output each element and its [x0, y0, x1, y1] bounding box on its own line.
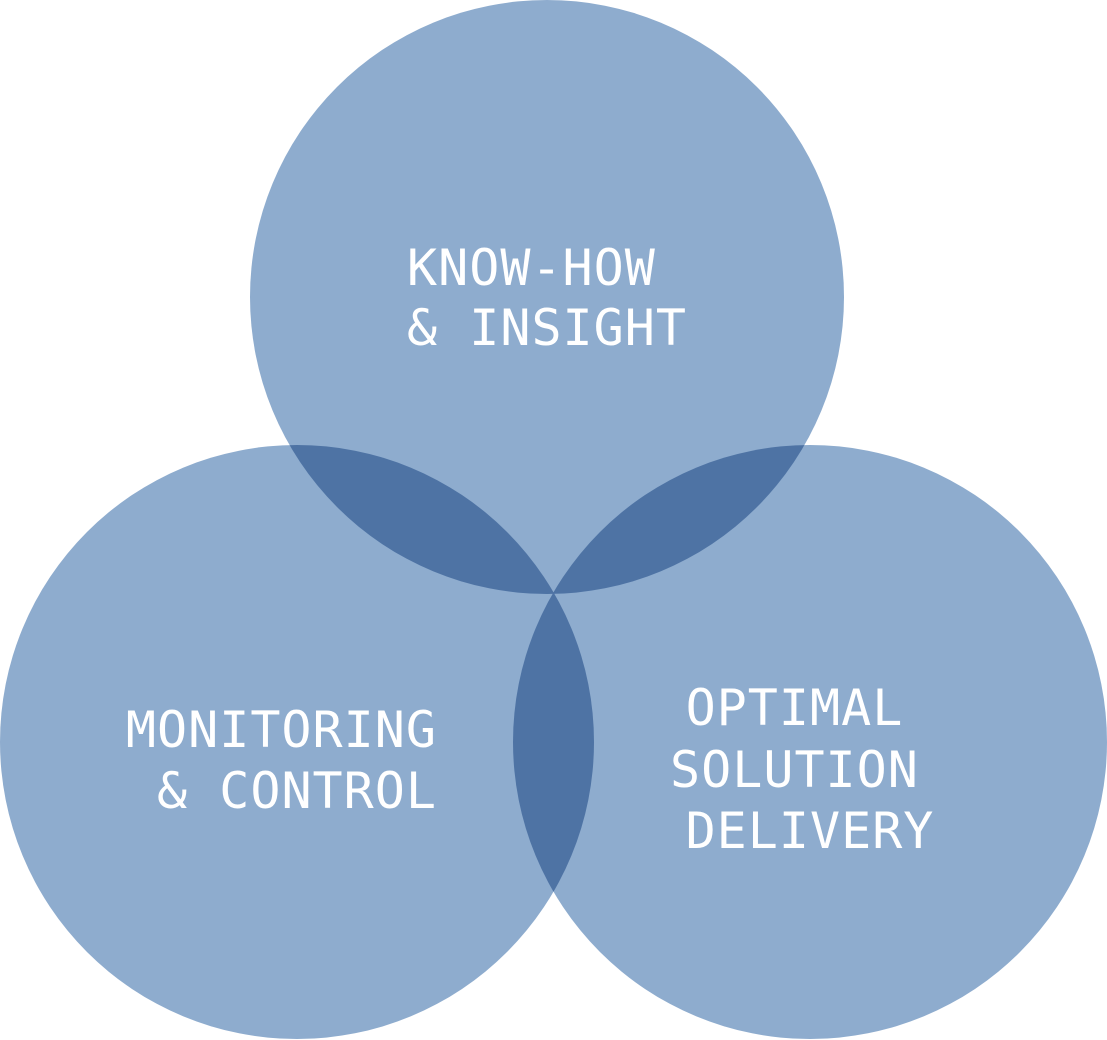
label-know-how-line-1: KNOW-HOW [407, 239, 656, 297]
label-optimal-solution: OPTIMAL SOLUTION DELIVERY [670, 679, 950, 860]
circle-know-how [250, 0, 844, 594]
label-monitoring: MONITORING & CONTROL [126, 701, 468, 820]
circle-monitoring [0, 445, 594, 1039]
label-optimal-solution-line-2: SOLUTION [670, 741, 919, 799]
label-optimal-solution-line-3: DELIVERY [686, 802, 935, 860]
label-optimal-solution-line-1: OPTIMAL [686, 679, 904, 737]
label-monitoring-line-1: MONITORING [126, 701, 437, 759]
label-monitoring-line-2: & CONTROL [157, 762, 437, 820]
circle-optimal-solution [513, 445, 1107, 1039]
label-know-how: KNOW-HOW & INSIGHT [407, 239, 687, 357]
label-know-how-line-2: & INSIGHT [407, 299, 687, 357]
